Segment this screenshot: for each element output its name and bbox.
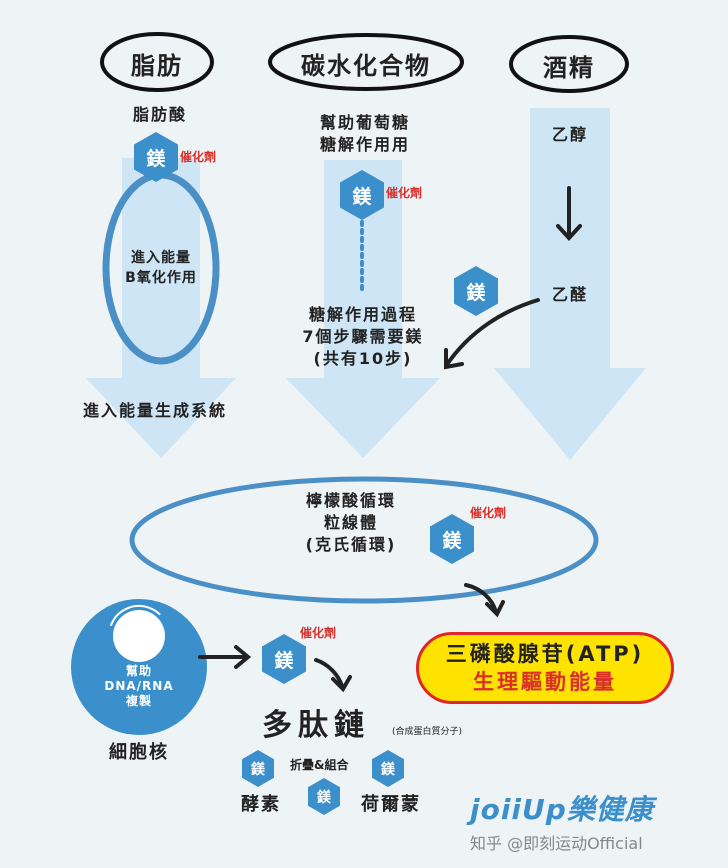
fat-flow-arrow (86, 158, 236, 458)
beta-oxidation-text: 進入能量 B氧化作用 (125, 250, 197, 286)
nucleus-cell (71, 599, 207, 735)
atp-box: 三磷酸腺苷(ATP) 生理驅動能量 (416, 632, 674, 704)
cycle-to-atp-arrow (464, 583, 505, 618)
atp-title: 三磷酸腺苷(ATP) (445, 642, 645, 666)
citric-cycle-ring (129, 476, 599, 604)
nucleus-label: 細胞核 (109, 742, 169, 763)
catalyst-label-cycle: 催化劑 (470, 506, 507, 520)
catalyst-label-fat: 催化劑 (180, 150, 217, 164)
polypeptide-title: 多肽鏈 (262, 708, 370, 743)
citric-cycle-text: 檸檬酸循環 粒線體 (克氏循環) (305, 491, 397, 554)
nucleus-core (113, 610, 165, 662)
alcohol-down-arrow (556, 186, 582, 241)
enzyme-label: 酵素 (241, 794, 281, 815)
mg-hex-hormone: 鎂 (372, 750, 404, 787)
mg-hex-alcohol: 鎂 (454, 266, 498, 316)
alcohol-circle (509, 35, 629, 93)
polypeptide-note: (合成蛋白質分子) (392, 727, 463, 737)
nucleus-to-mg-arrow (198, 645, 252, 669)
fat-circle (100, 32, 214, 92)
ethanol-label: 乙醇 (551, 125, 588, 144)
fatty-acid-label: 脂肪酸 (132, 105, 187, 124)
energy-system-label: 進入能量生成系統 (82, 401, 227, 420)
mg-hex-fold: 鎂 (308, 778, 340, 815)
fat-title: 脂肪 (131, 52, 183, 80)
glycolysis-process-text: 糖解作用過程 7個步驟需要鎂 (共有10步) (302, 305, 424, 368)
brand-logo: joiiUp樂健康 (470, 793, 654, 826)
atp-subtitle: 生理驅動能量 (473, 670, 617, 694)
acetaldehyde-label: 乙醛 (551, 285, 588, 304)
fold-combine-label: 折疊&組合 (290, 758, 349, 772)
carb-circle (268, 33, 464, 91)
alcohol-flow-arrow (494, 108, 646, 460)
catalyst-label-carb: 催化劑 (386, 186, 423, 200)
watermark: 知乎 @即刻运动Official (470, 834, 643, 853)
nucleus-help-text: 幫助 DNA/RNA 複製 (104, 664, 174, 708)
alcohol-title: 酒精 (543, 54, 595, 82)
mg-hex-enzyme: 鎂 (242, 750, 274, 787)
carb-flow-arrow (286, 160, 440, 458)
carb-title: 碳水化合物 (301, 52, 431, 80)
hormone-label: 荷爾蒙 (361, 794, 421, 815)
catalyst-label-nucleus: 催化劑 (300, 626, 337, 640)
acetaldehyde-arrow (444, 298, 540, 370)
mg-to-polypeptide-arrow (314, 658, 352, 693)
glucose-help-text: 幫助葡萄糖 糖解作用用 (319, 113, 410, 154)
mg-hex-carb: 鎂 (340, 170, 384, 220)
